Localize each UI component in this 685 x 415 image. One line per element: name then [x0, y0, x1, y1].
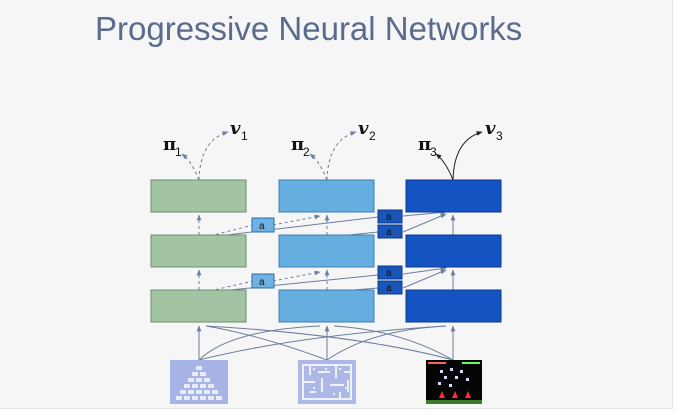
- policy-symbol-2: π: [291, 134, 304, 155]
- col3-layer3: [405, 179, 502, 213]
- pyramid-game-frame-icon: [170, 360, 228, 404]
- col2-layer3: [278, 179, 375, 213]
- policy-symbol-1: π: [163, 134, 176, 155]
- adapter-label: a: [386, 212, 392, 223]
- column-3: [405, 179, 502, 323]
- col3-layer2: [405, 234, 502, 268]
- column-1: [150, 179, 247, 323]
- adapter-label: a: [386, 227, 392, 238]
- col1-layer3: [150, 179, 247, 213]
- progressive-nets-diagram: a a a a a a π 1 v 1 π 2 v 2 π 3 v 3: [150, 118, 503, 404]
- adapter-label: a: [259, 221, 265, 232]
- policy-symbol-3: π: [418, 134, 431, 155]
- space-shooter-game-frame-icon: [426, 360, 482, 404]
- adapter-label: a: [386, 268, 392, 279]
- col1-layer2: [150, 234, 247, 268]
- value-subscript-3: 3: [496, 129, 503, 143]
- value-subscript-2: 2: [369, 129, 376, 143]
- policy-subscript-2: 2: [303, 145, 310, 159]
- column-2: [278, 179, 375, 323]
- col3-layer1: [405, 289, 502, 323]
- policy-subscript-3: 3: [430, 145, 437, 159]
- output-labels: π 1 v 1 π 2 v 2 π 3 v 3: [163, 118, 503, 159]
- adapters: a a a a a a: [251, 209, 403, 295]
- maze-game-frame-icon: [298, 360, 356, 404]
- col2-layer2: [278, 234, 375, 268]
- value-symbol-3: v: [485, 118, 496, 139]
- slide-title: Progressive Neural Networks: [95, 10, 523, 47]
- output-heads: [181, 131, 483, 181]
- slide: Progressive Neural Networks: [0, 0, 673, 409]
- value-symbol-2: v: [358, 118, 369, 139]
- adapter-label: a: [259, 277, 265, 288]
- col1-layer1: [150, 289, 247, 323]
- connections: [196, 210, 456, 361]
- value-symbol-1: v: [230, 118, 241, 139]
- col2-layer1: [278, 289, 375, 323]
- policy-subscript-1: 1: [175, 145, 182, 159]
- adapter-label: a: [386, 283, 392, 294]
- value-subscript-1: 1: [241, 129, 248, 143]
